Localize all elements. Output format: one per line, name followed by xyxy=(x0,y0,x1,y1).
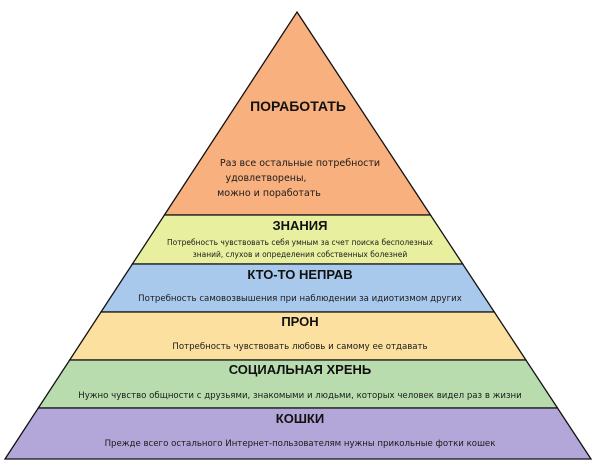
level-desc-work-line1: Раз все остальные потребности xyxy=(220,158,380,169)
level-title-cats: КОШКИ xyxy=(276,411,324,426)
level-title-social: СОЦИАЛЬНАЯ ХРЕНЬ xyxy=(229,362,372,377)
level-desc-work-line3: можно и поработать xyxy=(217,188,321,199)
pyramid-band-cats xyxy=(3,407,593,460)
level-title-work: ПОРАБОТАТЬ xyxy=(250,98,346,114)
level-desc-social: Нужно чувство общности с друзьями, знако… xyxy=(78,391,522,401)
level-title-knowledge: ЗНАНИЯ xyxy=(273,218,328,233)
level-desc-cats: Прежде всего остального Интернет-пользов… xyxy=(105,439,496,449)
level-desc-knowledge-line2: знаний, слухов и определения собственных… xyxy=(193,250,408,259)
level-desc-pron: Потребность чувствовать любовь и самому … xyxy=(172,342,427,352)
level-desc-knowledge-line1: Потребность чувствовать себя умным за сч… xyxy=(167,238,434,247)
level-desc-work-line2: удовлетворены, xyxy=(225,173,306,184)
level-desc-someone-wrong: Потребность самовозвышения при наблюдени… xyxy=(138,294,462,304)
pyramid-bands xyxy=(3,10,593,460)
level-title-pron: ПРОН xyxy=(281,314,318,329)
level-title-someone-wrong: КТО-ТО НЕПРАВ xyxy=(247,267,352,282)
